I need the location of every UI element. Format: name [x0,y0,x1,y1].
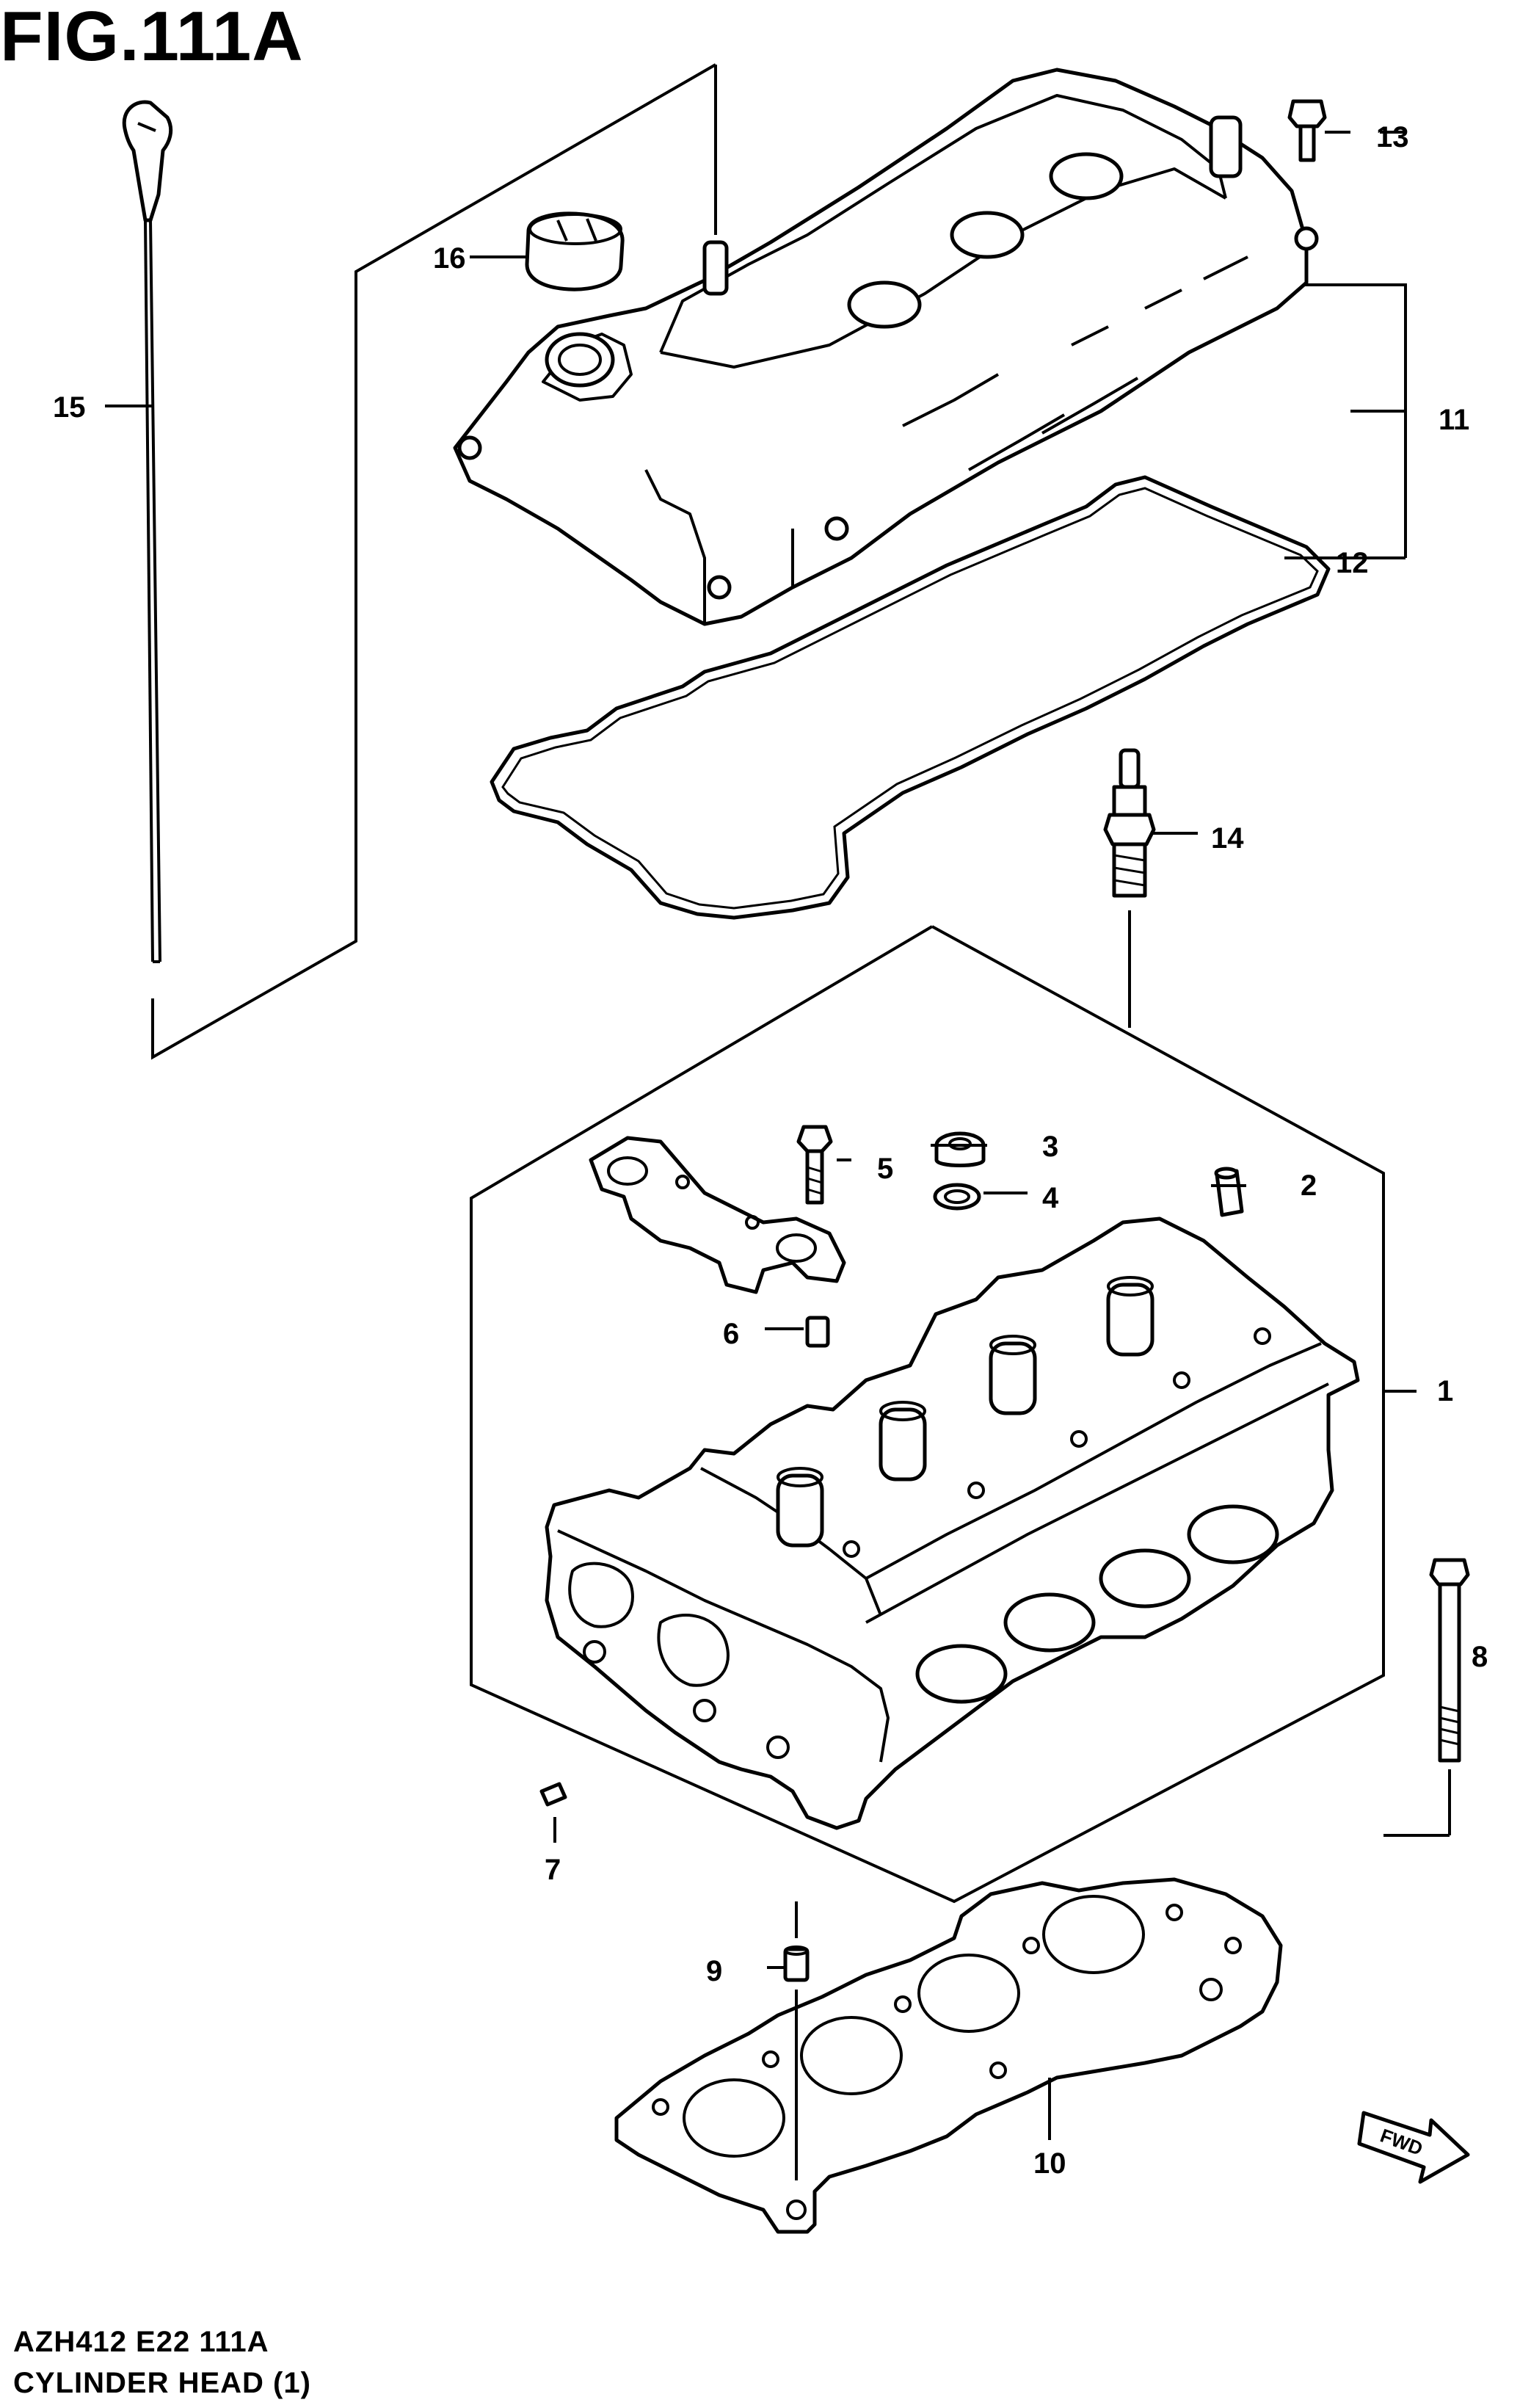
camshaft-cap-part [589,1136,846,1294]
callout-5: 5 [877,1153,893,1185]
head-dowel-part [783,1901,810,2180]
callout-11: 11 [1439,404,1469,436]
head-bolt-part [1383,1558,1470,1837]
callout-13: 13 [1376,121,1409,153]
spark-plug-part [1103,748,1156,1028]
oil-dipstick-part [122,100,173,963]
oil-filler-cap-part [525,211,625,291]
callout-8: 8 [1472,1641,1488,1673]
leader-lines [105,131,1406,2140]
callout-4: 4 [1042,1182,1059,1214]
callout-6: 6 [723,1318,739,1350]
cylinder-head-part [545,1216,1360,1830]
dowel-pin-part [805,1316,830,1348]
callout-9: 9 [706,1955,722,1987]
cover-gasket-part [490,475,1331,920]
callout-10: 10 [1033,2147,1066,2180]
seal-part [934,1131,986,1167]
cover-bolt-part [1287,99,1327,162]
figure-name: CYLINDER HEAD (1) [13,2367,311,2399]
callout-3: 3 [1042,1131,1058,1163]
callout-14: 14 [1211,822,1244,855]
callout-2: 2 [1301,1169,1317,1202]
figure-title: FIG.111A [0,0,304,76]
figure-code: AZH412 E22 111A [13,2326,269,2358]
washer-part [933,1183,981,1211]
fwd-direction-badge: FWD [1357,2111,1470,2184]
callout-16: 16 [433,242,466,275]
head-cover-part [453,68,1319,626]
callout-1: 1 [1437,1375,1453,1407]
cylinder-head-frame [470,925,1417,1904]
callout-12: 12 [1336,547,1369,579]
callout-15: 15 [53,391,86,424]
callout-labels: 1 2 3 4 5 6 7 8 9 10 11 12 13 14 15 16 [53,121,1488,2180]
head-gasket-part [614,1877,1283,2234]
callout-7: 7 [545,1854,561,1886]
stud-part [1214,1167,1244,1217]
plug-part [539,1782,567,1807]
cap-bolt-part [796,1125,833,1205]
